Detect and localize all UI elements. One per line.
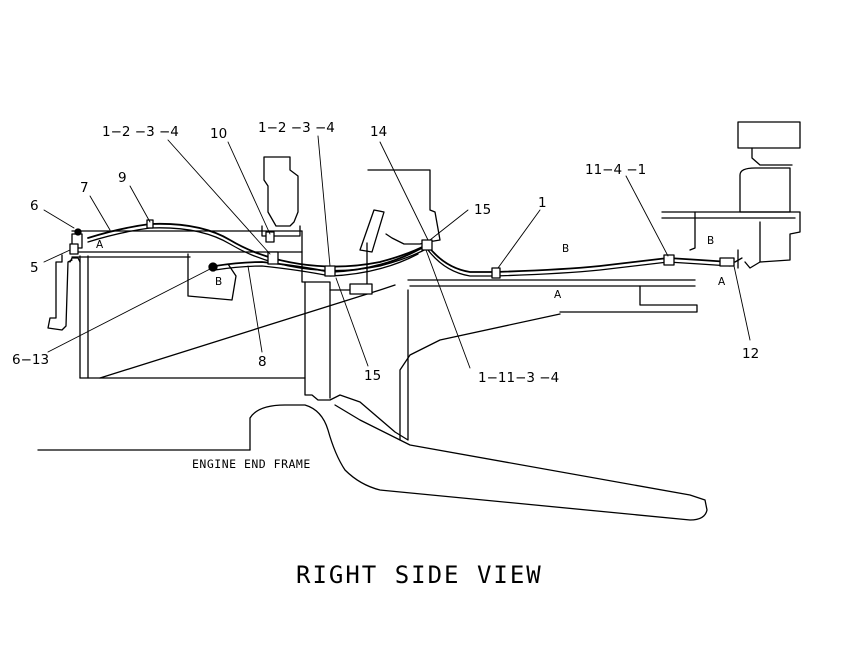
callout-8: 8 — [258, 354, 267, 370]
callout-14: 14 — [370, 124, 387, 140]
callout-10: 10 — [210, 126, 227, 142]
diagram-title: RIGHT SIDE VIEW — [296, 561, 543, 589]
callout-1234-left: 1−2 −3 −4 — [102, 124, 179, 140]
leader-9 — [129, 185, 151, 223]
bracket-6-13 — [187, 253, 237, 301]
fitting-6 — [74, 228, 82, 236]
callout-1-11-3-4: 1−11−3 −4 — [478, 370, 559, 386]
callout-9: 9 — [118, 170, 127, 186]
upper-mount-bracket — [263, 156, 299, 227]
clamp-1234-mid — [324, 265, 336, 277]
right-tank — [739, 167, 791, 213]
callout-11-4-1: 11−4 −1 — [585, 162, 646, 178]
callout-7: 7 — [80, 180, 89, 196]
diagonal-brace — [99, 284, 396, 379]
leader-5 — [43, 249, 71, 263]
engine-end-frame-label: ENGINE END FRAME — [192, 457, 311, 471]
callout-6: 6 — [30, 198, 39, 214]
fitting-5 — [69, 243, 79, 255]
callout-15-upper: 15 — [474, 202, 491, 218]
mid-frame-notch — [559, 285, 698, 313]
right-frame-block — [661, 211, 801, 269]
leader-15-upper — [429, 209, 469, 241]
leader-1 — [497, 209, 541, 269]
callout-1: 1 — [538, 195, 547, 211]
leader-14 — [379, 141, 429, 241]
machine-structure — [37, 121, 801, 521]
fitting-12 — [719, 257, 735, 267]
left-support-bracket — [47, 254, 73, 331]
callout-15-lower: 15 — [364, 368, 381, 384]
cab-column-bar — [359, 209, 385, 253]
leader-15-lower — [335, 277, 369, 367]
leader-8 — [247, 265, 263, 353]
upper-mount-bracket-lower — [261, 225, 301, 237]
line-labels: A B B A B A — [96, 235, 726, 301]
leader-11-4-1 — [625, 175, 669, 257]
leader-1234-left — [167, 139, 271, 255]
line-label-a-right: A — [718, 276, 726, 288]
hose-line-lower — [214, 245, 427, 273]
hose-drop-12 — [734, 257, 743, 263]
line-label-b-right: B — [707, 235, 714, 247]
callout-12: 12 — [742, 346, 759, 362]
callout-5: 5 — [30, 260, 39, 276]
fitting-6-13 — [208, 262, 218, 272]
line-label-a-mid: A — [554, 289, 562, 301]
line-label-a-left: A — [96, 239, 104, 251]
right-tank-top — [737, 121, 801, 149]
clamp-9 — [146, 219, 154, 229]
line-label-b-mid: B — [562, 243, 569, 255]
clamp-1 — [491, 267, 501, 279]
leader-1234-mid — [317, 135, 331, 267]
leader-1-11-3-4 — [425, 249, 471, 369]
callout-6-13: 6−13 — [12, 352, 49, 368]
leader-6-13 — [47, 267, 213, 353]
hose-line-lower-2 — [214, 253, 419, 277]
hose-line-right-b — [427, 249, 731, 277]
right-tank-neck — [751, 147, 793, 166]
right-frame-vertical — [689, 211, 761, 269]
block-15-lower — [349, 283, 373, 295]
clamp-1234-left — [267, 251, 279, 265]
sloped-frame-upper — [399, 313, 561, 441]
clamp-11-4-1 — [663, 254, 675, 266]
fittings — [69, 219, 735, 295]
clamp-10 — [265, 231, 275, 243]
callouts: 6 7 9 5 1−2 −3 −4 10 1−2 −3 −4 14 15 1 1… — [12, 120, 759, 386]
callout-1234-mid: 1−2 −3 −4 — [258, 120, 335, 136]
center-frame-vertical — [304, 281, 409, 441]
clamp-14 — [421, 239, 433, 251]
left-upright — [69, 257, 81, 263]
leader-7 — [89, 195, 111, 231]
leader-6 — [43, 209, 75, 229]
lower-sweep-frame — [249, 404, 708, 521]
cab-column — [367, 169, 441, 245]
leader-lines — [43, 135, 751, 369]
center-frame-block — [301, 230, 371, 291]
leader-10 — [227, 141, 271, 235]
line-label-b-left: B — [215, 276, 222, 288]
hose-line-right-a — [427, 245, 731, 273]
leader-12 — [733, 265, 751, 341]
